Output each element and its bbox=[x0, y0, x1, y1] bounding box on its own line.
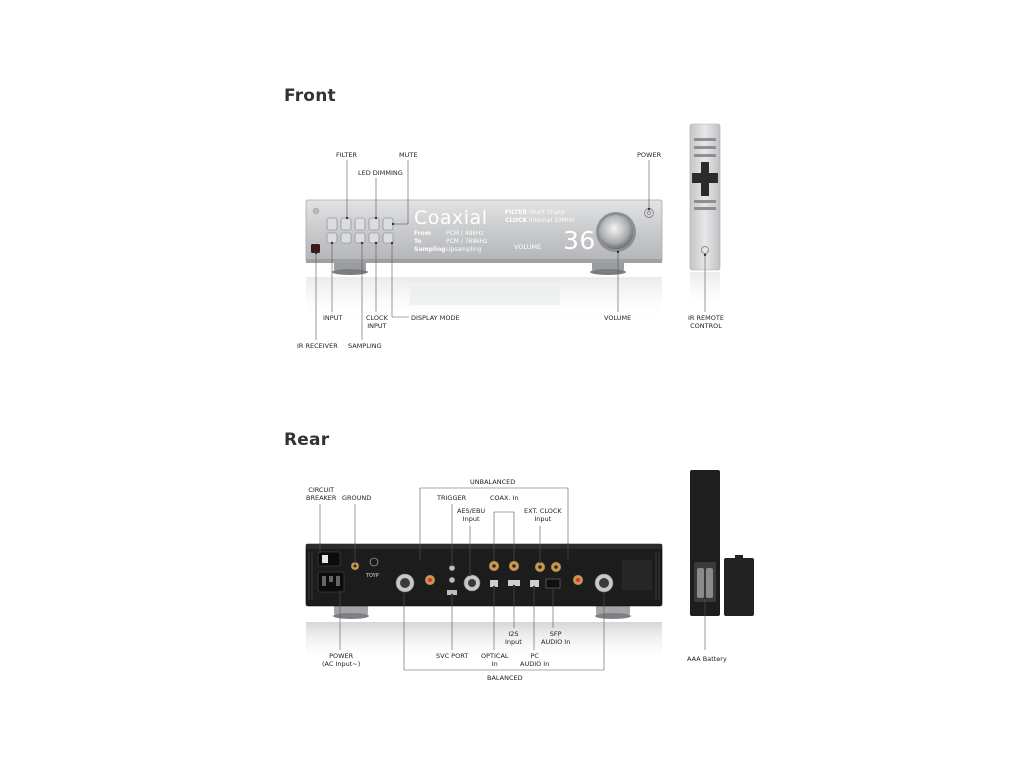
label-mute: MUTE bbox=[399, 151, 418, 159]
label-ir-remote-l1: IR REMOTE bbox=[688, 314, 724, 322]
label-power-ac-l2: (AC Input~) bbox=[322, 660, 361, 668]
front-leader-lines bbox=[314, 160, 707, 340]
volume-knob[interactable] bbox=[599, 215, 633, 249]
label-circuit-breaker-l1: CIRCUIT bbox=[308, 486, 335, 494]
battery-cover bbox=[724, 558, 754, 616]
label-ground: GROUND bbox=[342, 494, 372, 502]
label-i2s: I2S Input bbox=[505, 630, 522, 646]
circuit-breaker[interactable] bbox=[317, 551, 341, 567]
display-clock-label: CLOCK bbox=[505, 217, 528, 224]
label-aes-ebu: AES/EBU Input bbox=[457, 507, 485, 523]
display-source: Coaxial bbox=[414, 207, 488, 229]
label-power: POWER bbox=[637, 151, 662, 159]
label-ext-clock: EXT. CLOCK Input bbox=[524, 507, 562, 523]
label-clock-input: CLOCK INPUT bbox=[366, 314, 388, 330]
svc-port[interactable] bbox=[447, 590, 457, 595]
led-dimming-button[interactable] bbox=[368, 217, 380, 231]
aaa-battery-1 bbox=[697, 568, 704, 598]
display-from-label: From bbox=[414, 230, 432, 237]
display-to-value: PCM / 768kHz bbox=[446, 238, 488, 245]
label-display-mode: DISPLAY MODE bbox=[411, 314, 460, 322]
label-optical-l1: OPTICAL bbox=[481, 652, 509, 660]
brand-logo-icon bbox=[369, 557, 379, 567]
label-i2s-l1: I2S bbox=[508, 630, 519, 638]
display-from-value: PCM / 48kHz bbox=[446, 230, 484, 237]
label-aes-ebu-l2: Input bbox=[462, 515, 480, 523]
display-volume-label: VOLUME bbox=[514, 243, 542, 251]
label-unbalanced: UNBALANCED bbox=[470, 478, 516, 486]
label-input: INPUT bbox=[323, 314, 343, 322]
label-ir-remote-l2: CONTROL bbox=[690, 322, 722, 330]
trigger-jack[interactable] bbox=[449, 565, 455, 571]
label-aaa-battery: AAA Battery bbox=[687, 655, 727, 663]
label-optical: OPTICAL In bbox=[481, 652, 509, 668]
label-circuit-breaker-l2: BREAKER bbox=[306, 494, 337, 502]
label-balanced: BALANCED bbox=[487, 674, 523, 682]
label-sampling: SAMPLING bbox=[348, 342, 382, 350]
i2s-input[interactable] bbox=[508, 580, 520, 586]
label-i2s-l2: Input bbox=[505, 638, 522, 646]
label-sfp: SFP AUDIO In bbox=[541, 630, 570, 646]
optical-input[interactable] bbox=[490, 580, 498, 587]
filter-button[interactable] bbox=[340, 217, 352, 231]
pc-audio-usb-input[interactable] bbox=[530, 580, 539, 587]
front-heading: Front bbox=[284, 86, 336, 106]
rear-unit bbox=[305, 543, 663, 662]
display-mode-button[interactable] bbox=[382, 232, 394, 244]
label-pc-audio-l2: AUDIO In bbox=[520, 660, 550, 668]
display-filter-label: FILTER bbox=[505, 209, 527, 216]
label-coax-in: COAX. In bbox=[490, 494, 519, 502]
display-filter-value: Short Sharp bbox=[529, 209, 565, 216]
label-clock-input-l1: CLOCK bbox=[366, 314, 388, 322]
label-ext-clock-l1: EXT. CLOCK bbox=[524, 507, 562, 515]
remote-volume-horizontal[interactable] bbox=[692, 173, 718, 183]
clock-input-button[interactable] bbox=[368, 232, 380, 244]
power-icon bbox=[647, 211, 651, 215]
label-svc-port: SVC PORT bbox=[436, 652, 469, 660]
label-ir-receiver: IR RECEIVER bbox=[297, 342, 338, 350]
label-sfp-l2: AUDIO In bbox=[541, 638, 571, 646]
display-to-label: To bbox=[414, 238, 422, 245]
front-buttons bbox=[326, 217, 394, 244]
label-pc-audio-l1: PC bbox=[530, 652, 539, 660]
label-led-dimming: LED DIMMING bbox=[358, 169, 403, 177]
aaa-battery-2 bbox=[706, 568, 713, 598]
label-ext-clock-l2: Input bbox=[534, 515, 552, 523]
mute-button[interactable] bbox=[382, 217, 394, 231]
label-volume: VOLUME bbox=[604, 314, 632, 322]
display-sampling-value: Upsampling bbox=[446, 246, 482, 253]
label-trigger: TRIGGER bbox=[437, 494, 467, 502]
label-pc-audio: PC AUDIO In bbox=[520, 652, 549, 668]
display-volume-value: 36 bbox=[563, 226, 596, 255]
ir-remote-rear bbox=[690, 470, 754, 616]
label-power-ac-l1: POWER bbox=[329, 652, 354, 660]
rear-heading: Rear bbox=[284, 430, 330, 450]
sampling-button[interactable] bbox=[354, 217, 366, 231]
label-power-ac: POWER (AC Input~) bbox=[322, 652, 360, 668]
ir-receiver-window bbox=[311, 244, 320, 253]
display-sampling-label: Sampling bbox=[414, 246, 446, 253]
sfp-audio-input[interactable] bbox=[545, 578, 561, 589]
rear-leader-lines bbox=[318, 487, 707, 671]
label-circuit-breaker: CIRCUIT BREAKER bbox=[306, 486, 336, 502]
label-clock-input-l2: INPUT bbox=[367, 322, 387, 330]
front-unit bbox=[305, 199, 663, 323]
remote-logo-icon bbox=[701, 246, 709, 254]
rear-brand-text: TOYP bbox=[366, 573, 379, 579]
input-button[interactable] bbox=[326, 217, 338, 231]
label-ir-remote: IR REMOTE CONTROL bbox=[688, 314, 724, 330]
display-clock-value: Internal 10MHz bbox=[529, 217, 575, 224]
label-optical-l2: In bbox=[491, 660, 498, 668]
label-sfp-l1: SFP bbox=[549, 630, 562, 638]
label-aes-ebu-l1: AES/EBU bbox=[457, 507, 486, 515]
label-filter: FILTER bbox=[336, 151, 357, 159]
